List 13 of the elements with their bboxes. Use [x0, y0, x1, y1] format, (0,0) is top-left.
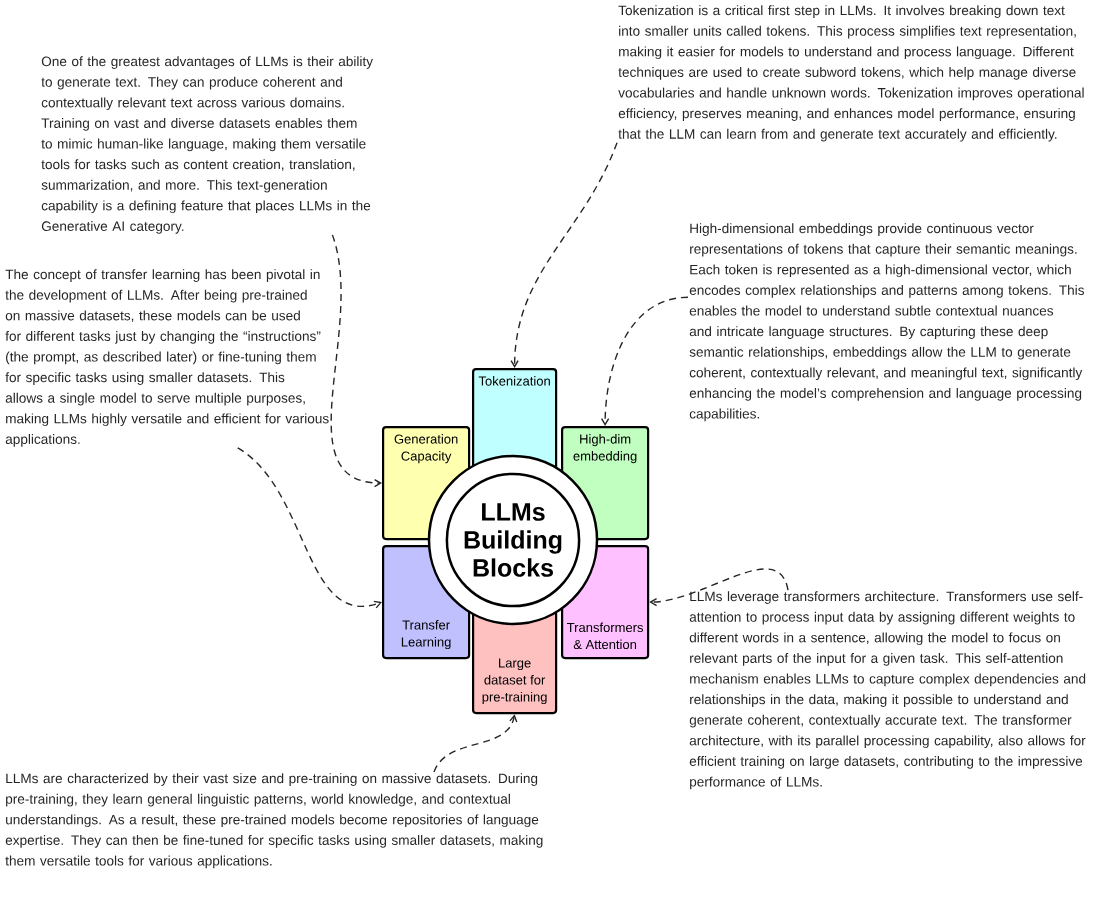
dashed-arrow [237, 447, 382, 609]
description-text: LLMs are characterized by their vast size and pre-training on massive datasets. During pre-training, they learn general linguistic patterns, world knowledge, and contextual understandings. As a result, these pre-trained models become repositories of language expertise. They can then be fine-tuned for specific tasks using smaller datasets, making them versatile tools for various applications. [5, 773, 543, 869]
description-text: The concept of transfer learning has been pivotal in the development of LLMs. After being pre-trained on massive datasets, these models can be used for different tasks just by changing the “instructions” (the prompt, as described later) or fine-tuning them for specific tasks using smaller datasets. This allows a single model to serve multiple purposes, making LLMs highly versatile and efficient for various applications. [5, 269, 329, 447]
description-text: Tokenization is a critical first step in LLMs. It involves breaking down text into smaller units called tokens. This process simplifies text representation, making it easier for models to understand and process language. Different techniques are used to create subword tokens, which help manage diverse vocabularies and handle unknown words. Tokenization improves operational efficiency, preserves meaning, and enhances model performance, ensuring that the LLM can learn from and generate text accurately and efficiently. [618, 5, 1084, 142]
dashed-arrow [330, 234, 382, 488]
block-box: Large dataset for pre-training [472, 610, 558, 715]
description-text: One of the greatest advantages of LLMs is their ability to generate text. They can produce coherent and contextually relevant text across various domains. Training on vast and diverse datasets enables them to mimic human-like language, making them versatile tools for tasks such as content creation, translation, summarization, and more. This text-generation capability is a defining feature that places LLMs in the Generative AI category. [41, 56, 373, 234]
dashed-arrow [510, 142, 618, 368]
dashed-arrow [433, 714, 518, 773]
dashed-arrow [600, 296, 689, 426]
dashed-arrow [649, 568, 789, 607]
description-text: High-dimensional embeddings provide continuous vector representations of tokens that capture their semantic meanings. Each token is represented as a high-dimensional vector, which encodes complex relationships and patterns among tokens. This enables the model to understand subtle contextual nuances and intricate language structures. By capturing these deep semantic relationships, embeddings allow the LLM to generate coherent, contextually relevant, and meaningful text, significantly enhancing the model’s comprehension and language processing capabilities. [689, 223, 1084, 422]
description-text: LLMs leverage transformers architecture. Transformers use self-attention to process input data by assigning different weights to different words in a sentence, allowing the model to focus on relevant parts of the input for a given task. This self-attention mechanism enables LLMs to capture complex dependencies and relationships in the data, making it possible to understand and generate coherent, contextually accurate text. The transformer architecture, with its parallel processing capability, also allows for efficient training on large datasets, contributing to the impressive performance of LLMs. [689, 591, 1086, 790]
